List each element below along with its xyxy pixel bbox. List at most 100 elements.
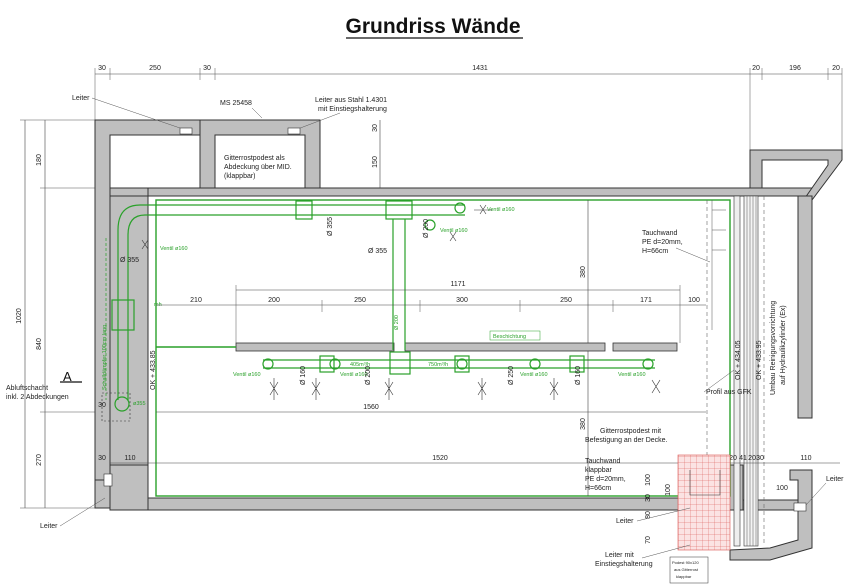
dim-80-pod: 80: [645, 511, 652, 519]
leiter-bottom: Leiter: [616, 518, 634, 525]
dim-top-6: 196: [789, 65, 801, 72]
gitter-label-1: Gitterrostpodest als: [224, 155, 285, 162]
dim-d200-top: Ø 200: [423, 219, 430, 238]
tauchwand-klappbar-1: Tauchwand: [585, 458, 621, 465]
tauchwand-klappbar-2: klappbar: [585, 467, 613, 474]
dim-d200-b: Ø 200: [365, 366, 372, 385]
basin-coating: [155, 199, 731, 497]
ventil-label-4: Ventil ø160: [233, 372, 261, 378]
dim-20b: 20: [748, 455, 756, 462]
dim-380b: 380: [580, 418, 587, 430]
dim-30-mid: 30: [98, 402, 106, 409]
dim-100-pod2: 100: [645, 474, 652, 486]
dim-d355-left: Ø 355: [120, 257, 139, 264]
dim-100-right: 100: [776, 485, 788, 492]
dim-171: 171: [640, 297, 652, 304]
dim-left-2: 1020: [16, 308, 23, 324]
dim-d355-vert: Ø 355: [327, 217, 334, 236]
dim-250a: 250: [354, 297, 366, 304]
abluft-label-1: Abluftschacht: [6, 385, 48, 392]
podest-note-box: [669, 556, 709, 584]
dim-d160-1: Ø 160: [300, 366, 307, 385]
dim-30-top: 30: [372, 124, 379, 132]
right-channel: [706, 195, 765, 547]
top-dimension-line: 30 250 30 1431 20 196 20: [94, 65, 843, 150]
dim-left-4: 270: [36, 454, 43, 466]
leiter-top-left: Leiter: [72, 95, 90, 102]
leiter-einstieg-2: Einstiegshalterung: [595, 561, 653, 568]
page-title: Grundriss Wände: [345, 15, 520, 38]
central-partition: [156, 342, 678, 352]
ventil-label-1: Ventil ø160: [487, 207, 515, 213]
air-flow-markers: [141, 204, 661, 400]
ventil-label-3: Ventil ø160: [160, 246, 188, 252]
ventil-label-5: Ventil ø160: [340, 372, 368, 378]
dim-top-7: 20: [832, 65, 840, 72]
dim-300: 300: [456, 297, 468, 304]
dim-110-left: 110: [124, 455, 135, 462]
dim-top-1: 30: [98, 65, 106, 72]
tauchwand-label-1: Tauchwand: [642, 230, 678, 237]
flow-label-3: 750m³/h: [428, 362, 448, 368]
dim-1171: 1171: [450, 281, 465, 288]
dim-210: 210: [190, 297, 202, 304]
dim-380a: 380: [580, 266, 587, 278]
left-dimension-lines: 180 1020 840 270: [16, 119, 100, 509]
dim-1520: 1520: [432, 455, 448, 462]
flow-label-2: 405m³/h: [350, 362, 370, 368]
dim-30-left: 30: [98, 455, 106, 462]
dim-d250: Ø 250: [508, 366, 515, 385]
dim-110-right: 110: [800, 455, 811, 462]
podest-note-3: klappbar: [676, 574, 692, 579]
d200-vertical-label: Ø 200: [394, 315, 400, 330]
umbau-label-2: auf Hydraulikzylinder (Ex): [780, 305, 787, 385]
dim-20a: 20: [729, 455, 737, 462]
podest-grating: [677, 454, 731, 551]
tauchwand-label-2: PE d=20mm,: [642, 239, 683, 246]
duct-labels: Ventil ø160 Ventil ø160 Ventil ø160 Vent…: [102, 207, 646, 407]
ok-label-3: OK + 433.95: [756, 340, 763, 380]
tauchwand-klappbar-3: PE d=20mm,: [585, 476, 626, 483]
gitterpodest-label-1: Gitterrostpodest mit: [600, 428, 661, 435]
dim-d160-2: Ø 160: [575, 366, 582, 385]
annotations: Leiter MS 25458 Leiter aus Stahl 1.4301 …: [6, 95, 844, 584]
dim-top-2: 250: [149, 65, 161, 72]
umbau-label-1: Umbau Reinigungsvorrichtung: [770, 301, 777, 395]
dim-100: 100: [688, 297, 700, 304]
podest-note-1: Podest 90x120: [672, 560, 699, 565]
podest-note-2: aus Gitterrost: [674, 567, 699, 572]
schalldaempfer-label: Schalldämpfer 100cm lang: [102, 325, 108, 390]
gitter-label-3: (klappbar): [224, 173, 256, 180]
ok-label-1: OK + 433.85: [150, 350, 157, 390]
ventil-label-2: Ventil ø160: [440, 228, 468, 234]
ventil-label-7: Ventil ø160: [618, 372, 646, 378]
ventilation-ducts: [105, 200, 655, 412]
dim-30-right: 30: [756, 455, 764, 462]
d355-green-label: ø355: [133, 401, 146, 407]
leiter-einstieg-1: Leiter mit: [605, 552, 634, 559]
gitterpodest-label-2: Befestigung an der Decke.: [585, 437, 668, 444]
dim-70-pod: 70: [645, 536, 652, 544]
stahl-label-2: mit Einstiegshalterung: [318, 106, 387, 113]
dim-30-pod: 30: [645, 494, 652, 502]
beschichtung-label: Beschichtung: [493, 334, 526, 340]
dim-150: 150: [372, 156, 379, 168]
abluft-label-2: inkl. 2 Abdeckungen: [6, 394, 69, 401]
dim-top-5: 20: [752, 65, 760, 72]
leiter-right: Leiter: [826, 476, 844, 483]
stahl-label-1: Leiter aus Stahl 1.4301: [315, 97, 387, 104]
profil-label: Profil aus GFK: [706, 389, 752, 396]
ok-label-2: OK + 434.05: [735, 340, 742, 380]
plan-dimensions: 1171 210 200 250 300 250 171 100 380 156…: [98, 120, 840, 544]
dim-top-3: 30: [203, 65, 211, 72]
dim-100-pod: 100: [665, 484, 672, 496]
dim-41: 41: [739, 455, 747, 462]
beschichtung-box: [489, 330, 541, 341]
leiter-bottom-left: Leiter: [40, 523, 58, 530]
dim-d355: Ø 355: [368, 248, 387, 255]
dim-1560: 1560: [363, 404, 379, 411]
ventil-label-6: Ventil ø160: [520, 372, 548, 378]
tauchwand-klappbar-4: H=66cm: [585, 485, 611, 492]
tauchwand-label-3: H=66cm: [642, 248, 668, 255]
